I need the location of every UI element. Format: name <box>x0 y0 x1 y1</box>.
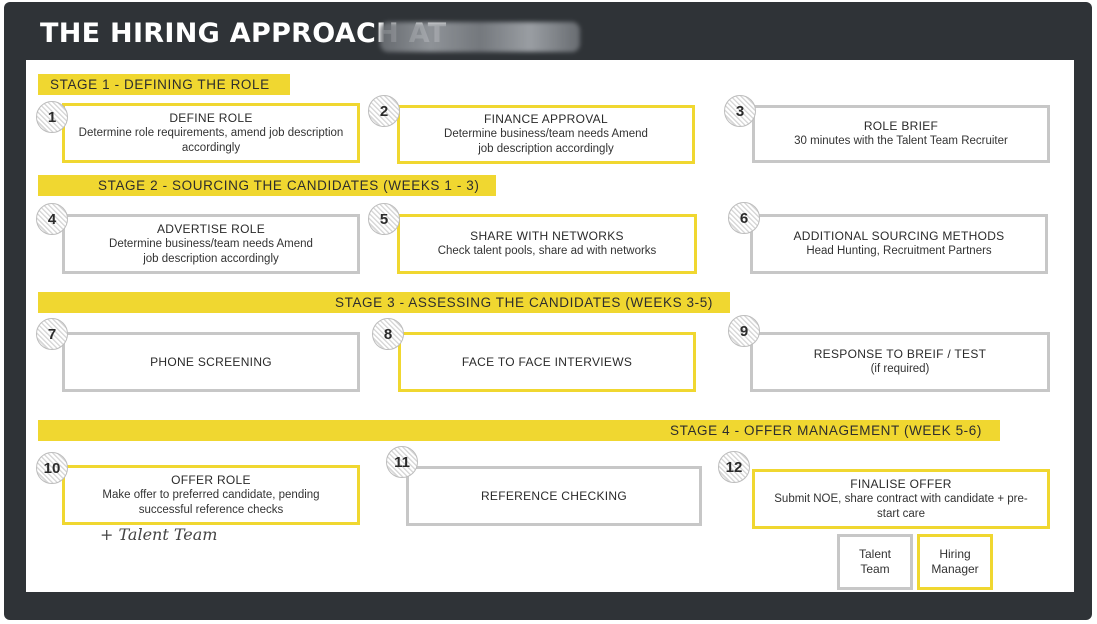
step-box-share-with-networks: SHARE WITH NETWORKS Check talent pools, … <box>397 214 697 274</box>
handwritten-note: + Talent Team <box>100 525 218 544</box>
step-description: Determine business/team needs Amend job … <box>444 128 648 155</box>
stage-2-label: STAGE 2 - SOURCING THE CANDIDATES (WEEKS… <box>98 178 480 193</box>
step-description: Check talent pools, share ad with networ… <box>437 245 657 257</box>
step-title: ADVERTISE ROLE <box>156 221 265 236</box>
step-number-badge: 10 <box>36 452 68 484</box>
step-title: REFERENCE CHECKING <box>480 488 628 503</box>
step-box-offer-role: OFFER ROLE Make offer to preferred candi… <box>62 465 360 525</box>
legend-hiring-manager: Hiring Manager <box>917 534 993 590</box>
stage-3-label: STAGE 3 - ASSESSING THE CANDIDATES (WEEK… <box>335 295 713 310</box>
step-description: (if required) <box>870 363 930 375</box>
step-description: Head Hunting, Recruitment Partners <box>806 245 992 257</box>
step-box-face-to-face-interviews: FACE TO FACE INTERVIEWS <box>398 332 696 392</box>
stage-4-label: STAGE 4 - OFFER MANAGEMENT (WEEK 5-6) <box>670 423 982 438</box>
stage-2-bar: STAGE 2 - SOURCING THE CANDIDATES (WEEKS… <box>38 175 496 196</box>
step-description: Make offer to preferred candidate, pendi… <box>102 488 320 516</box>
legend-label: Hiring Manager <box>931 547 979 576</box>
step-title: OFFER ROLE <box>171 472 251 487</box>
step-number-badge: 4 <box>36 203 68 235</box>
stage-3-bar: STAGE 3 - ASSESSING THE CANDIDATES (WEEK… <box>38 292 730 313</box>
step-box-role-brief: ROLE BRIEF 30 minutes with the Talent Te… <box>752 105 1050 163</box>
step-title: ADDITIONAL SOURCING METHODS <box>793 229 1005 243</box>
step-title: FINANCE APPROVAL <box>484 112 608 126</box>
step-number-badge: 6 <box>728 202 760 234</box>
step-box-finance-approval: FINANCE APPROVAL Determine business/team… <box>397 105 695 164</box>
step-number-badge: 11 <box>386 446 418 478</box>
step-box-additional-sourcing: ADDITIONAL SOURCING METHODS Head Hunting… <box>750 214 1048 274</box>
page-title: THE HIRING APPROACH AT <box>40 18 447 49</box>
stage-1-label: STAGE 1 - DEFINING THE ROLE <box>50 77 270 92</box>
step-box-advertise-role: ADVERTISE ROLE Determine business/team n… <box>62 214 360 274</box>
step-title: SHARE WITH NETWORKS <box>470 229 624 243</box>
step-number-badge: 5 <box>368 203 400 235</box>
stage-1-bar: STAGE 1 - DEFINING THE ROLE <box>38 74 290 95</box>
step-title: FACE TO FACE INTERVIEWS <box>461 354 633 369</box>
step-number-badge: 1 <box>36 101 68 133</box>
step-number-badge: 12 <box>718 451 750 483</box>
step-title: ROLE BRIEF <box>863 119 939 133</box>
step-box-phone-screening: PHONE SCREENING <box>62 332 360 392</box>
stage-4-bar: STAGE 4 - OFFER MANAGEMENT (WEEK 5-6) <box>38 420 1000 441</box>
step-number-badge: 2 <box>368 95 400 127</box>
step-number-badge: 3 <box>724 95 756 127</box>
step-description: Determine role requirements, amend job d… <box>78 126 344 154</box>
step-description: Determine business/team needs Amend job … <box>109 237 313 265</box>
legend-talent-team: Talent Team <box>837 534 913 590</box>
step-title: DEFINE ROLE <box>169 110 253 125</box>
step-description: Submit NOE, share contract with candidat… <box>774 492 1028 520</box>
step-box-define-role: DEFINE ROLE Determine role requirements,… <box>62 103 360 163</box>
step-title: RESPONSE TO BREIF / TEST <box>813 347 987 361</box>
step-number-badge: 8 <box>372 318 404 350</box>
redacted-company-name <box>380 22 580 52</box>
step-number-badge: 9 <box>728 315 760 347</box>
step-box-reference-checking: REFERENCE CHECKING <box>406 466 702 526</box>
step-number-badge: 7 <box>36 318 68 350</box>
step-box-response-to-brief: RESPONSE TO BREIF / TEST (if required) <box>750 332 1050 392</box>
step-box-finalise-offer: FINALISE OFFER Submit NOE, share contrac… <box>752 469 1050 529</box>
step-description: 30 minutes with the Talent Team Recruite… <box>794 135 1008 147</box>
step-title: PHONE SCREENING <box>150 354 272 369</box>
step-title: FINALISE OFFER <box>850 476 952 491</box>
legend-label: Talent Team <box>858 547 892 576</box>
